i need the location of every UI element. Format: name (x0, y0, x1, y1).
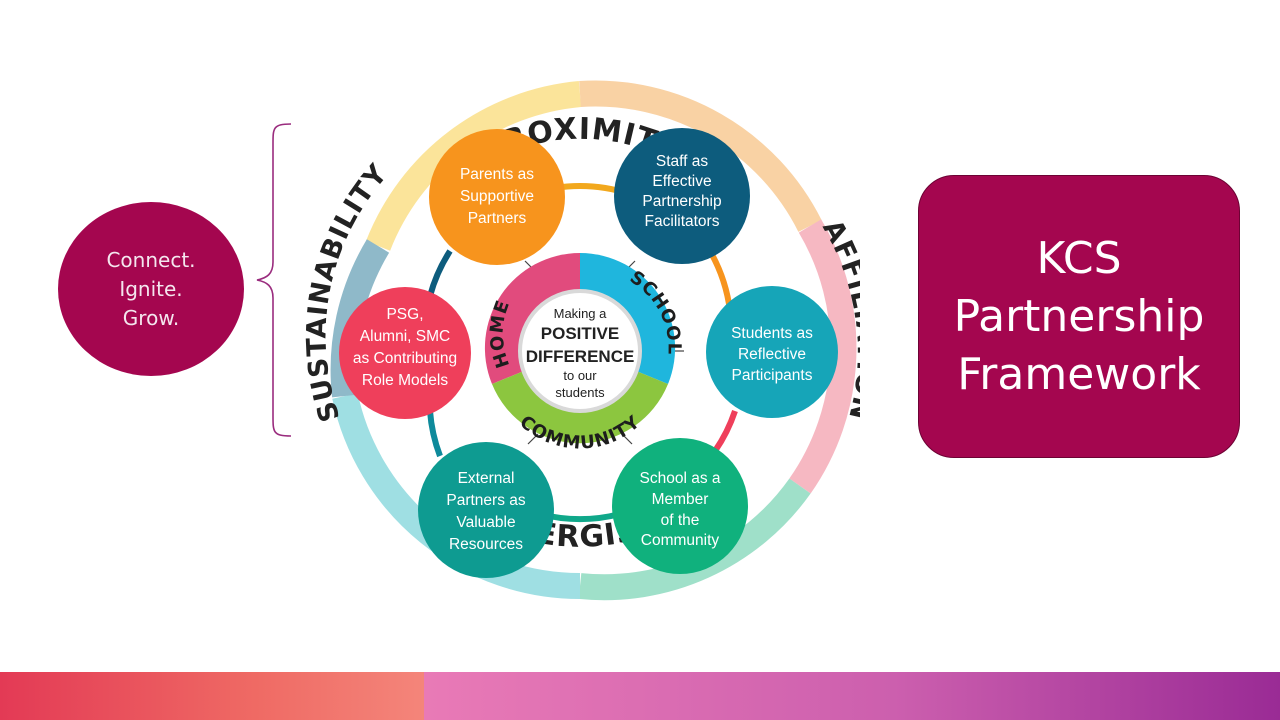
tagline-line-3: Grow. (122, 305, 180, 330)
svg-text:External: External (458, 470, 515, 487)
tagline-line-1: Connect. (106, 247, 196, 272)
title-line-1: KCS (1036, 232, 1122, 284)
svg-text:Reflective: Reflective (738, 346, 806, 363)
partnership-diagram: PROXIMITY SYNERGISTIC SUSTAINABILITY AFF… (301, 80, 860, 601)
node-school-member: School as a Member of the Community (612, 438, 748, 574)
node-circle (612, 438, 748, 574)
title-line-3: Framework (957, 348, 1201, 400)
svg-text:as Contributing: as Contributing (353, 350, 457, 367)
center-text: Making a POSITIVE DIFFERENCE to our stud… (526, 306, 635, 400)
tagline-line-2: Ignite. (119, 276, 183, 301)
node-circle (614, 128, 750, 264)
node-students: Students as Reflective Participants (706, 286, 838, 418)
svg-text:Member: Member (652, 491, 709, 508)
node-circle (429, 129, 565, 265)
svg-text:Community: Community (641, 532, 720, 549)
title-line-2: Partnership (953, 290, 1205, 342)
svg-text:Making a: Making a (554, 306, 608, 321)
curly-brace (256, 123, 292, 437)
svg-text:of the: of the (661, 512, 700, 529)
svg-text:to our: to our (563, 368, 597, 383)
svg-text:POSITIVE: POSITIVE (541, 324, 619, 343)
node-circle (418, 442, 554, 578)
central-hub (484, 252, 676, 444)
svg-text:Effective: Effective (652, 173, 711, 190)
svg-text:Staff as: Staff as (656, 153, 709, 170)
node-psg: PSG, Alumni, SMC as Contributing Role Mo… (339, 287, 471, 419)
svg-text:Valuable: Valuable (456, 514, 515, 531)
node-parents: Parents as Supportive Partners (429, 129, 565, 265)
svg-text:Partners as: Partners as (446, 492, 526, 509)
svg-text:Participants: Participants (732, 367, 813, 384)
node-circle (706, 286, 838, 418)
node-external: External Partners as Valuable Resources (418, 442, 554, 578)
svg-text:Resources: Resources (449, 536, 523, 553)
tagline-bubble: Connect. Ignite. Grow. (58, 202, 244, 376)
svg-text:Alumni, SMC: Alumni, SMC (360, 328, 450, 345)
svg-text:Students as: Students as (731, 325, 813, 342)
footer-bar-right (424, 672, 1280, 720)
svg-text:Partners: Partners (468, 210, 527, 227)
svg-text:Parents as: Parents as (460, 166, 534, 183)
svg-text:DIFFERENCE: DIFFERENCE (526, 347, 635, 366)
svg-text:PSG,: PSG, (386, 306, 423, 323)
footer-bar-left (0, 672, 424, 720)
svg-text:Role Models: Role Models (362, 372, 448, 389)
node-circle (339, 287, 471, 419)
svg-text:School as a: School as a (640, 470, 721, 487)
title-box: KCS Partnership Framework (918, 175, 1240, 458)
svg-text:Partnership: Partnership (642, 193, 721, 210)
svg-text:Supportive: Supportive (460, 188, 534, 205)
svg-text:students: students (555, 385, 605, 400)
node-staff: Staff as Effective Partnership Facilitat… (614, 128, 750, 264)
svg-text:Facilitators: Facilitators (645, 213, 720, 230)
